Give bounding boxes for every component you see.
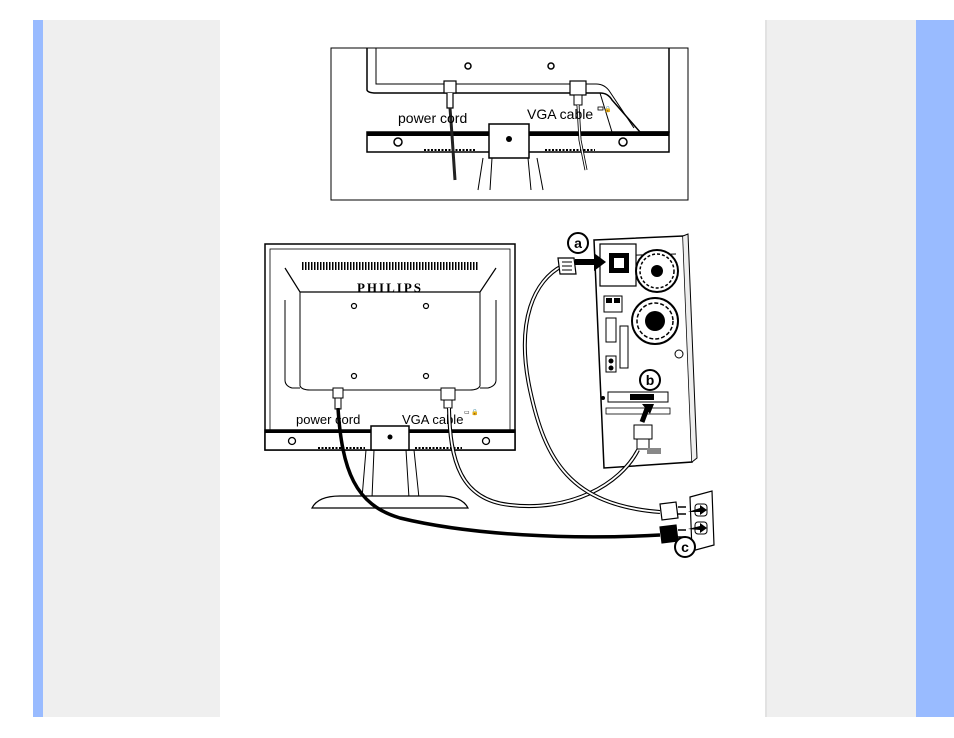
svg-text:c: c: [681, 539, 689, 555]
top-figure: 🔒 power cord VGA cable: [330, 47, 689, 201]
top-vga-cable-label: VGA cable: [527, 106, 593, 122]
svg-text:a: a: [574, 235, 582, 251]
callout-c: c: [674, 536, 696, 558]
svg-text:▭ 🔒: ▭ 🔒: [464, 408, 479, 416]
svg-text:🔒: 🔒: [604, 105, 611, 113]
svg-text:b: b: [646, 372, 655, 388]
top-power-cord-label: power cord: [398, 110, 467, 126]
left-accent-bar: [33, 20, 43, 717]
left-sidebar: [43, 20, 220, 717]
vga-cable-label: VGA cable: [402, 412, 463, 427]
right-accent-bar: [916, 20, 954, 717]
power-cord-label: power cord: [296, 412, 360, 427]
bottom-figure: PHILIPS ▭ 🔒 power cord VGA cable: [264, 232, 715, 558]
callout-b: b: [639, 369, 661, 391]
monitor-brand-logo: PHILIPS: [357, 280, 423, 295]
right-sidebar: [765, 20, 916, 717]
callout-a: a: [567, 232, 589, 254]
